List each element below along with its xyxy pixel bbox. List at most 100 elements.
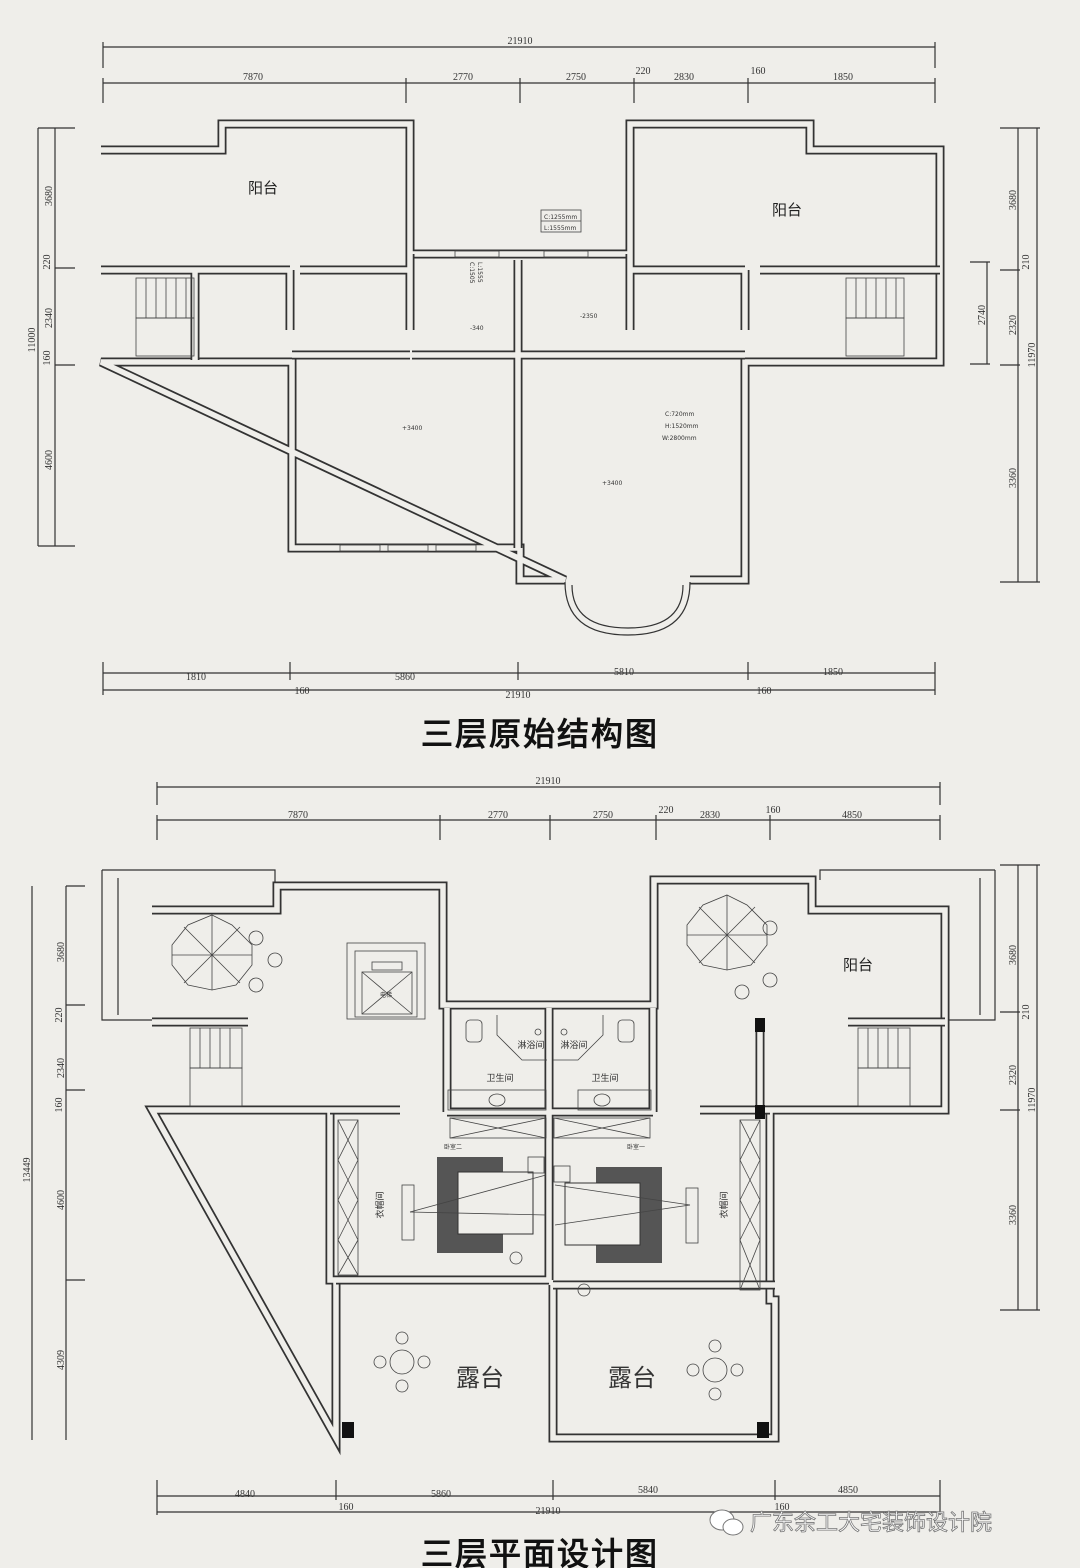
watermark: 广东余工大宅装饰设计院: [750, 1511, 992, 1536]
walls: [99, 119, 945, 636]
room-label-shower: 淋浴间: [517, 1039, 544, 1051]
elevation-mark: +3400: [402, 425, 422, 432]
staircase-right: [857, 1027, 911, 1107]
column: [755, 1018, 765, 1032]
umbrella-table-icon: [171, 914, 283, 993]
dim-bottom: 4850: [838, 1485, 858, 1496]
dim-left: 4309: [56, 1350, 67, 1370]
room-label-closet: 衣帽间: [374, 1191, 386, 1218]
bed-left: [401, 1156, 547, 1265]
room-label-shower: 淋浴间: [560, 1039, 587, 1051]
dim-bottom-overall: 21910: [536, 1506, 561, 1517]
elevator: [346, 942, 426, 1020]
room-label-balcony: 阳台: [772, 201, 802, 219]
dim-right-overall: 11970: [1027, 1088, 1038, 1113]
wardrobe: [337, 1119, 761, 1291]
room-label-bathroom: 卫生间: [591, 1072, 618, 1084]
dining-table-icon: [686, 1339, 744, 1401]
dim-left: 160: [54, 1098, 65, 1113]
dim-right: 2740: [977, 305, 988, 325]
dim-right: 2320: [1008, 315, 1019, 335]
elevation-mark: -2350: [580, 313, 598, 320]
dim-bottom: 1850: [823, 667, 843, 678]
elevation-mark: +3400: [602, 480, 622, 487]
dim-left: 3680: [44, 186, 55, 206]
dim-bottom: 5810: [614, 667, 634, 678]
annotation: C:720mm: [665, 411, 695, 418]
dimension-lines-top: [37, 42, 1040, 695]
plan-title-design: 三层平面设计图: [421, 1535, 659, 1568]
dim-right: 210: [1021, 255, 1032, 270]
dim-left: 2340: [56, 1058, 67, 1078]
dim-top: 7870: [243, 72, 263, 83]
dim-left: 4600: [56, 1190, 67, 1210]
annotation: L:1555: [476, 262, 483, 283]
dim-top: 2830: [674, 72, 694, 83]
walls: [144, 875, 950, 1456]
dim-right: 3360: [1008, 468, 1019, 488]
column: [755, 1105, 765, 1119]
dim-top: 220: [659, 805, 674, 816]
dim-bottom: 5860: [431, 1489, 451, 1500]
room-label-terrace: 露台: [456, 1364, 504, 1392]
balcony-parapets: [101, 869, 996, 1021]
room-label-closet: 衣帽间: [718, 1191, 730, 1218]
dim-top: 160: [751, 66, 766, 77]
dim-right: 3680: [1008, 945, 1019, 965]
dim-top: 160: [766, 805, 781, 816]
dim-left: 220: [54, 1008, 65, 1023]
dim-right: 3680: [1008, 190, 1019, 210]
dim-right-overall: 11970: [1027, 343, 1038, 368]
dim-left: 4600: [44, 450, 55, 470]
dim-right: 3360: [1008, 1205, 1019, 1225]
room-label-bedroom-1: 卧室一: [627, 1143, 645, 1151]
staircase-left: [135, 277, 195, 357]
room-label-terrace: 露台: [608, 1364, 656, 1392]
dim-left: 160: [42, 351, 53, 366]
dim-bottom: 160: [775, 1502, 790, 1513]
dim-bottom: 4840: [235, 1489, 255, 1500]
dim-top: 2750: [566, 72, 586, 83]
dim-left: 220: [42, 255, 53, 270]
room-label-elevator: 电梯: [380, 991, 392, 999]
staircase-right: [845, 277, 905, 357]
dim-left-overall: 13449: [22, 1158, 33, 1183]
elevation-mark: -340: [470, 325, 484, 332]
annotation: W:2800mm: [662, 435, 697, 442]
dining-table-icon: [373, 1331, 431, 1393]
annotation: C:1505: [468, 262, 475, 284]
column: [757, 1422, 769, 1438]
dim-bottom: 160: [757, 686, 772, 697]
dim-top: 4850: [842, 810, 862, 821]
staircase-left: [189, 1027, 243, 1107]
annotation: L:1555mm: [544, 225, 576, 232]
dim-left: 3680: [56, 942, 67, 962]
dim-top: 2770: [488, 810, 508, 821]
dim-top: 2830: [700, 810, 720, 821]
bathroom-fixtures: [447, 1015, 652, 1139]
dim-overall-top: 21910: [536, 776, 561, 787]
wechat-icon: [709, 1509, 744, 1536]
original-structure-plan: 21910 7870 2770 2750 220 2830 160 1850 3…: [27, 36, 1040, 753]
dim-bottom-overall: 21910: [506, 690, 531, 701]
annotation: H:1520mm: [665, 423, 699, 430]
room-label-balcony: 阳台: [248, 179, 278, 197]
dim-bottom: 5840: [638, 1485, 658, 1496]
room-label-balcony: 阳台: [843, 956, 873, 974]
dim-bottom: 1810: [186, 672, 206, 683]
room-label-bedroom-2: 卧室二: [444, 1143, 462, 1151]
dim-overall-top: 21910: [508, 36, 533, 47]
dim-top: 1850: [833, 72, 853, 83]
dimension-lines: [31, 782, 1040, 1515]
room-label-bathroom: 卫生间: [486, 1072, 513, 1084]
column: [342, 1422, 354, 1438]
dim-top: 2750: [593, 810, 613, 821]
annotation: C:1255mm: [544, 214, 577, 221]
plan-title-original: 三层原始结构图: [421, 715, 659, 753]
windows: [339, 250, 589, 552]
design-plan: 21910 7870 2770 2750 220 2830 160 4850 3…: [22, 776, 1040, 1568]
dim-left: 2340: [44, 308, 55, 328]
dim-right: 2320: [1008, 1065, 1019, 1085]
dim-left-overall: 11000: [27, 328, 38, 353]
